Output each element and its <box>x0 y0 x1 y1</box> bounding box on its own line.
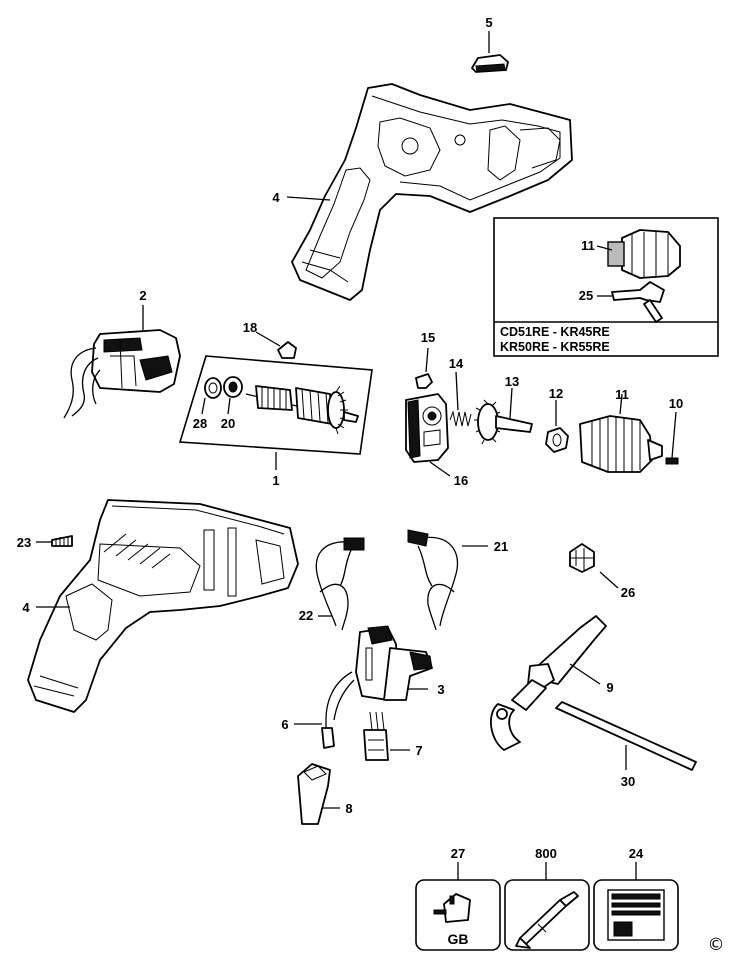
label-5: 5 <box>485 15 492 30</box>
part-4-housing-solid: 4 <box>22 499 299 713</box>
label-11-box: 11 <box>581 238 595 253</box>
part-14-spring: 14 <box>449 356 472 427</box>
uk-plug-icon <box>433 893 471 923</box>
part-18-clip: 18 <box>243 320 297 359</box>
armature-group: 28 20 1 <box>178 355 373 488</box>
rating-label-icon <box>607 889 665 941</box>
part-4-housing-top: 4 <box>272 83 573 301</box>
accessory-27-panel: 27 GB <box>415 846 501 951</box>
part-10-screw: 10 <box>665 396 683 465</box>
accessory-800-panel: 800 <box>504 846 590 951</box>
part-30-depth-rod: 30 <box>555 701 697 789</box>
label-15: 15 <box>421 330 435 345</box>
label-7: 7 <box>415 743 422 758</box>
label-4-top: 4 <box>272 190 280 205</box>
part-28-washer: 28 <box>193 377 222 431</box>
copyright-mark: © <box>708 935 725 955</box>
label-12: 12 <box>549 386 563 401</box>
label-4: 4 <box>22 600 30 615</box>
grease-tube-icon <box>515 891 579 949</box>
label-16: 16 <box>454 473 468 488</box>
model-variant-box: 11 25 CD51RE - KR45RE KR50RE - KR55RE <box>493 217 719 357</box>
part-2-field-stator: 2 <box>63 288 181 419</box>
plug-label-gb: GB <box>448 931 469 947</box>
part-25-chuck-key: 25 <box>579 281 665 323</box>
part-23-screw: 23 <box>17 535 73 550</box>
part-11-keyed-chuck: 11 <box>581 229 681 279</box>
label-23: 23 <box>17 535 31 550</box>
label-3: 3 <box>437 682 444 697</box>
label-2: 2 <box>139 288 146 303</box>
label-21: 21 <box>494 539 508 554</box>
part-5-slide-button: 5 <box>471 15 509 73</box>
label-25: 25 <box>579 288 593 303</box>
accessory-24-panel: 24 <box>593 846 679 951</box>
part-3-switch: 3 <box>355 625 445 701</box>
part-9-side-handle: 9 <box>490 615 614 751</box>
label-8: 8 <box>345 801 352 816</box>
label-1: 1 <box>272 473 279 488</box>
part-6-lead: 6 <box>281 671 355 749</box>
part-12-bearing: 12 <box>545 386 569 453</box>
label-9: 9 <box>606 680 613 695</box>
label-20: 20 <box>221 416 235 431</box>
label-10: 10 <box>669 396 683 411</box>
part-11-keyless-chuck: 11 <box>579 387 663 473</box>
label-22: 22 <box>299 608 313 623</box>
part-armature <box>245 385 359 435</box>
label-6: 6 <box>281 717 288 732</box>
label-30: 30 <box>621 774 635 789</box>
label-13: 13 <box>505 374 519 389</box>
part-22-cable: 22 <box>299 537 365 631</box>
label-11: 11 <box>615 387 629 402</box>
part-16-gear-housing: 16 <box>405 393 468 488</box>
part-7-terminal: 7 <box>363 711 423 761</box>
label-24: 24 <box>629 846 644 861</box>
part-20-bearing: 20 <box>221 376 243 431</box>
label-28: 28 <box>193 416 207 431</box>
label-26: 26 <box>621 585 635 600</box>
label-800: 800 <box>535 846 557 861</box>
model-line-2: KR50RE - KR55RE <box>500 340 610 354</box>
part-21-cable: 21 <box>407 529 508 631</box>
part-15-bracket: 15 <box>415 330 435 389</box>
part-13-spindle-gear: 13 <box>474 374 533 445</box>
model-line-1: CD51RE - KR45RE <box>500 325 610 339</box>
part-8-cable-sleeve: 8 <box>297 763 353 825</box>
label-27: 27 <box>451 846 465 861</box>
label-14: 14 <box>449 356 464 371</box>
label-18: 18 <box>243 320 257 335</box>
part-26-suppressor: 26 <box>569 543 635 600</box>
